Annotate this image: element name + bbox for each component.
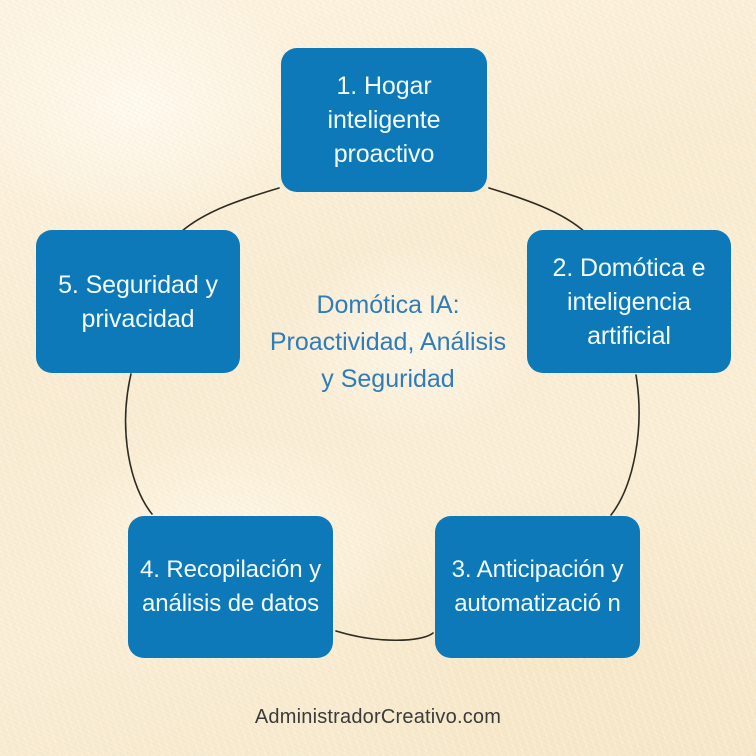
- cycle-node-5[interactable]: 5. Seguridad y privacidad: [36, 230, 240, 373]
- arc-5-to-4: [124, 373, 153, 515]
- cycle-node-1[interactable]: 1. Hogar inteligente proactivo: [281, 48, 487, 192]
- cycle-node-3-label: 3. Anticipación y automatizació n: [451, 556, 624, 617]
- arc-4-to-3: [335, 630, 434, 641]
- diagram-center-title: Domótica IA: Proactividad, Análisis y Se…: [269, 291, 507, 393]
- cycle-node-2-label: 2. Domótica e inteligencia artificial: [552, 253, 706, 350]
- cycle-node-3[interactable]: 3. Anticipación y automatizació n: [435, 516, 640, 658]
- watermark-text: AdministradorCreativo.com: [254, 706, 502, 728]
- cycle-node-2[interactable]: 2. Domótica e inteligencia artificial: [527, 230, 731, 373]
- cycle-node-4[interactable]: 4. Recopilación y análisis de datos: [128, 516, 333, 658]
- cycle-node-4-label: 4. Recopilación y análisis de datos: [139, 556, 322, 617]
- arc-1-to-5: [180, 187, 280, 233]
- arc-2-to-3: [610, 374, 640, 516]
- cycle-node-1-label: 1. Hogar inteligente proactivo: [327, 72, 441, 168]
- arc-1-to-2: [488, 187, 587, 234]
- cycle-node-5-label: 5. Seguridad y privacidad: [58, 270, 218, 333]
